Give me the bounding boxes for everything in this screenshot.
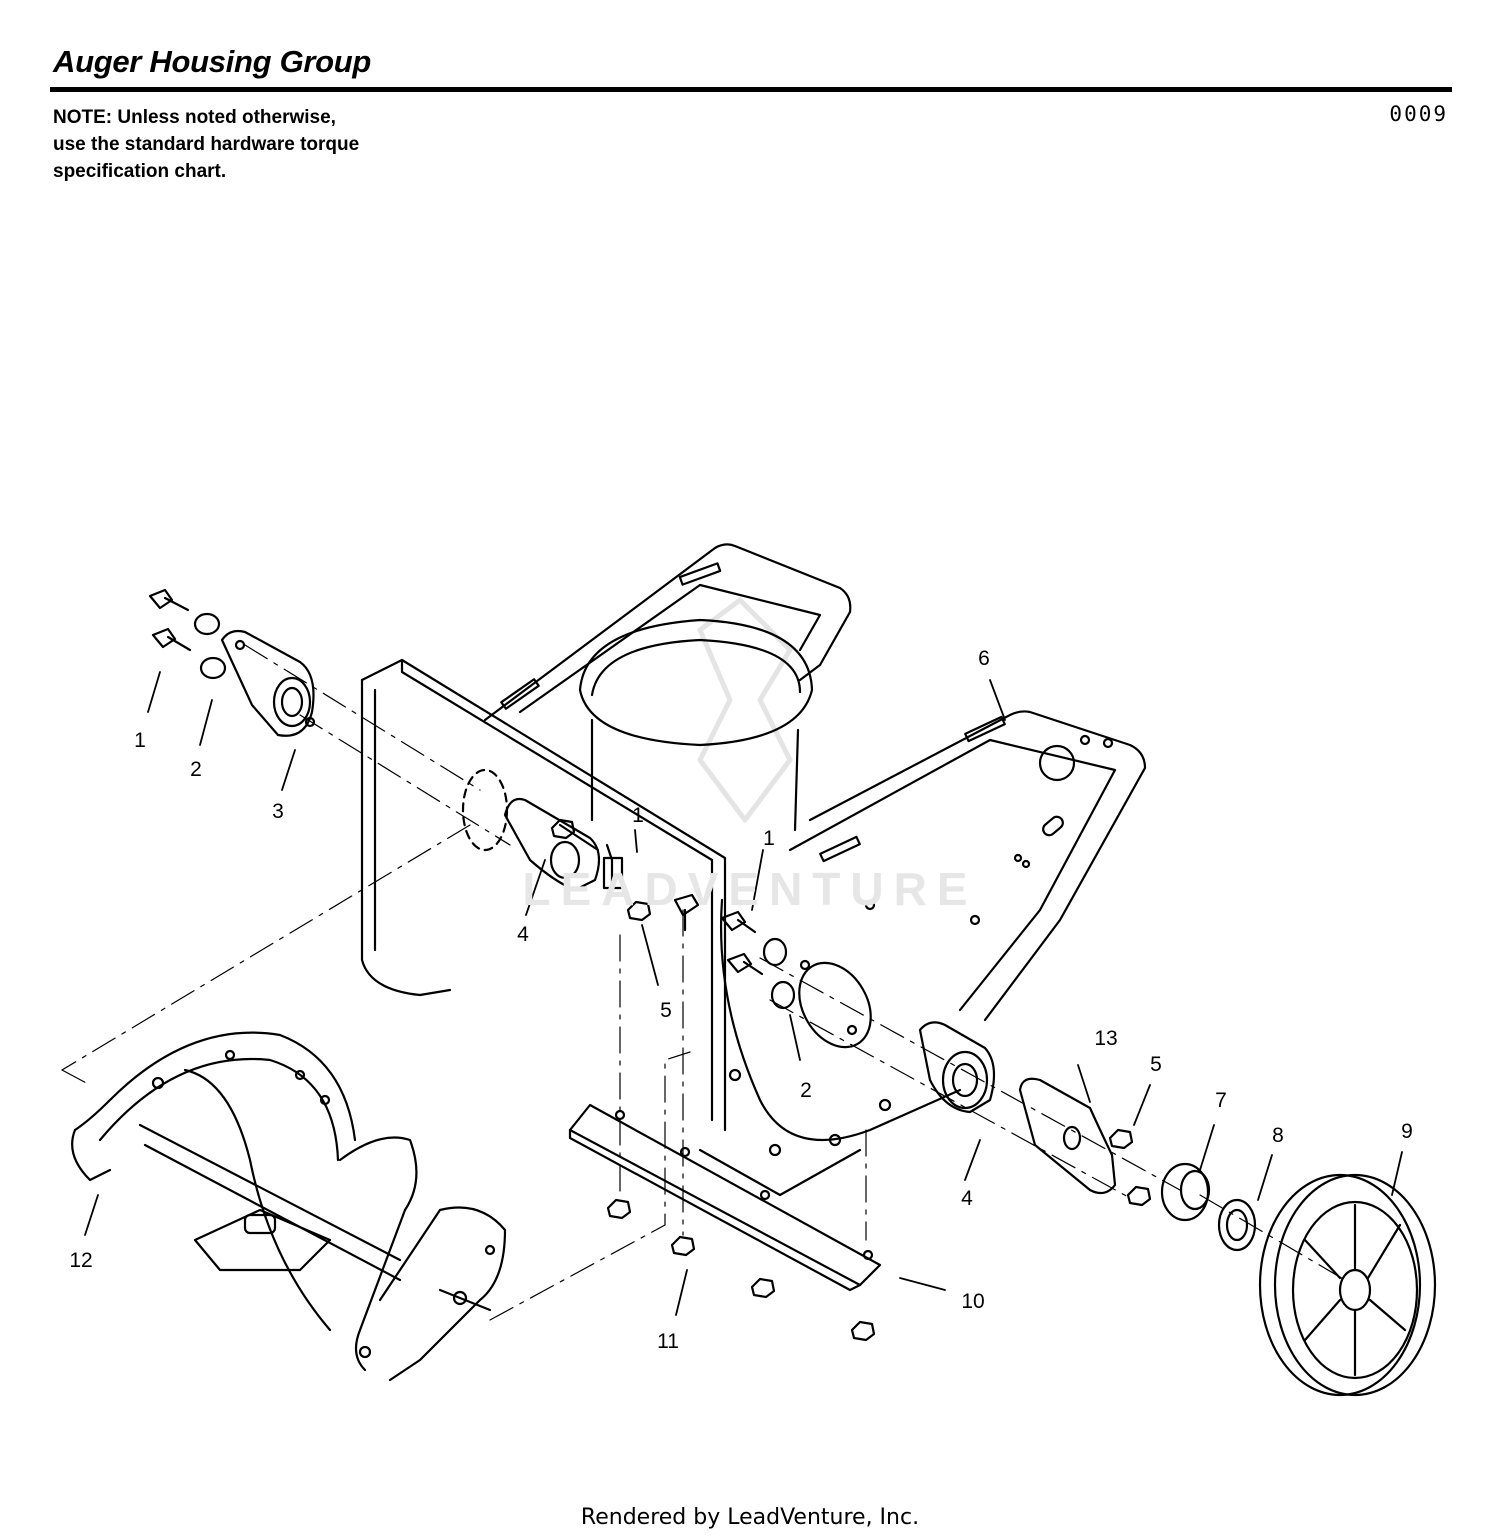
callout-4-left-flange: 4	[517, 923, 529, 946]
right-flange-bearing	[918, 1021, 1152, 1207]
discharge-chute	[578, 618, 814, 832]
callout-1-left-bolt: 1	[134, 729, 146, 752]
auger-assembly	[71, 1031, 507, 1382]
right-bolts-washers	[720, 910, 796, 1010]
hex-nuts	[606, 1198, 876, 1342]
alignment-lines	[61, 644, 1346, 1321]
note-line-3: specification chart.	[53, 161, 227, 182]
leader-lines	[84, 671, 1403, 1316]
callout-3-bearing: 3	[272, 800, 284, 823]
rear-frame-top	[483, 543, 852, 722]
callout-10-shave-plate: 10	[961, 1290, 984, 1313]
title-rule	[50, 87, 1452, 92]
page-title: Auger Housing Group	[53, 44, 372, 79]
callout-5-left-nut: 5	[660, 999, 672, 1022]
callout-8-washer: 8	[1272, 1124, 1284, 1147]
watermark-logo	[697, 597, 793, 823]
drive-pulley	[1258, 1173, 1437, 1397]
left-bearing-assembly	[148, 588, 316, 737]
callout-13-plate: 13	[1094, 1027, 1117, 1050]
callout-2-right-washer: 2	[800, 1079, 812, 1102]
callout-2-left-washer: 2	[190, 758, 202, 781]
diagram-code: 0009	[1389, 102, 1448, 126]
note-line-2: use the standard hardware torque	[53, 134, 360, 155]
note-line-1: NOTE: Unless noted otherwise,	[53, 107, 336, 128]
callout-labels: 1 2 3 4 1 1 5 6 2 13 5 7 8 9 4 12 11 10	[69, 647, 1413, 1353]
callout-9-pulley: 9	[1401, 1120, 1413, 1143]
callout-5-right-nut: 5	[1150, 1053, 1162, 1076]
callout-11-nuts: 11	[657, 1330, 679, 1353]
side-plate	[698, 710, 1147, 1197]
callout-4-right-flange: 4	[961, 1187, 973, 1210]
spacer-and-washer	[1160, 1162, 1257, 1252]
callout-7-spacer: 7	[1215, 1089, 1227, 1112]
shave-plate	[568, 1103, 882, 1292]
auger-housing	[360, 658, 727, 1132]
callout-1-center-bolt: 1	[632, 804, 644, 827]
left-flange-bearing	[461, 768, 700, 932]
footer-credit: Rendered by LeadVenture, Inc.	[580, 1505, 920, 1530]
callout-12-auger: 12	[69, 1249, 92, 1272]
watermark-text: LEADVENTURE	[522, 863, 977, 915]
callout-1-right-bolt: 1	[763, 827, 775, 850]
callout-6-side-plate: 6	[978, 647, 990, 670]
torque-note: NOTE: Unless noted otherwise, use the st…	[53, 104, 359, 185]
